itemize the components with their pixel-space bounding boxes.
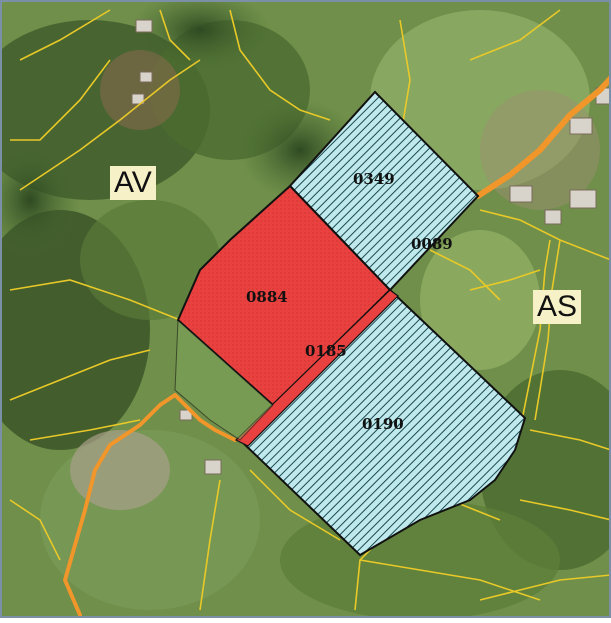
parcel-strip xyxy=(174,318,274,441)
parcel-label-0349: 0349 xyxy=(353,170,395,188)
orange-roads xyxy=(63,75,611,617)
parcel-label-0190: 0190 xyxy=(362,415,404,433)
parcel-labels: 0349 0089 0884 0185 0190 xyxy=(246,170,453,433)
parcels[interactable] xyxy=(174,90,527,557)
parcel-0185[interactable] xyxy=(234,289,399,447)
parcel-0190[interactable] xyxy=(238,288,527,557)
parcel-label-0185: 0185 xyxy=(305,342,347,360)
parcel-label-0884: 0884 xyxy=(246,288,288,306)
parcel-label-0089: 0089 xyxy=(411,235,453,253)
section-label-as: AS xyxy=(533,290,582,324)
section-label-av: AV xyxy=(110,166,156,200)
